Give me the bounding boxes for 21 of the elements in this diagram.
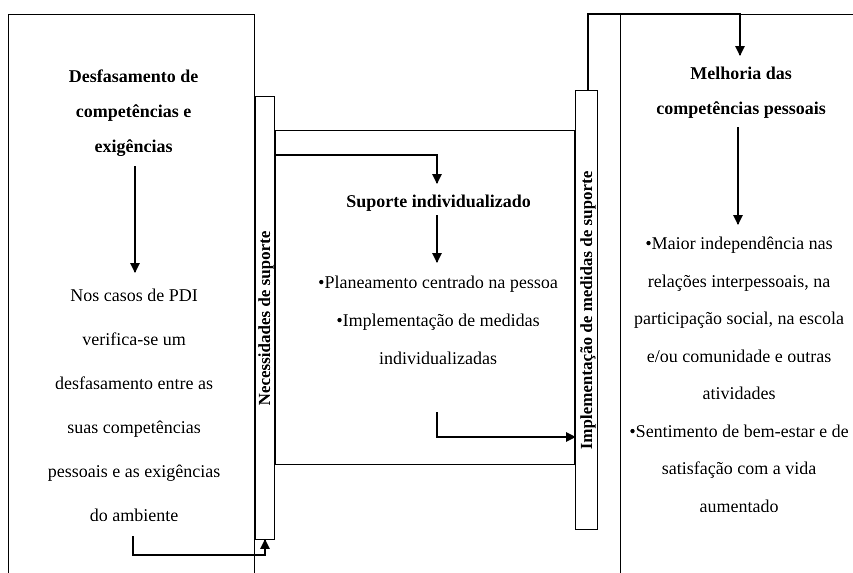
arrow	[275, 154, 442, 184]
bullet-text: •Sentimento de bem-estar e de satisfação com a vida aumentado	[628, 420, 850, 518]
panel	[620, 14, 853, 573]
bullet-text: •Implementação de medidas individualizadas	[335, 309, 541, 370]
arrow	[733, 127, 743, 225]
bullet-text: •Maior independência nas relações interpessoais, na participação social, na escola e/ou comunidade e outras atividades	[633, 232, 845, 405]
vertical-bar	[255, 96, 275, 540]
bullet-text: •Planeamento centrado na pessoa	[317, 271, 559, 294]
heading: Suporte individualizado	[301, 184, 576, 216]
arrow	[587, 13, 745, 90]
body-text: Nos casos de PDI verifica-se um desfasamento entre as suas competências pessoais e as exigências do ambiente	[38, 273, 230, 537]
arrow	[432, 215, 442, 263]
bar-label: Implementação de medidas de suporte	[576, 170, 596, 450]
arrow	[130, 166, 140, 273]
panel	[275, 130, 575, 465]
arrow	[436, 412, 576, 442]
heading: Melhoria das competências pessoais	[639, 56, 843, 128]
arrow	[132, 536, 270, 556]
bar-label: Necessidades de suporte	[255, 230, 275, 406]
heading: Desfasamento de competências e exigências	[46, 59, 221, 167]
vertical-bar	[575, 90, 598, 530]
